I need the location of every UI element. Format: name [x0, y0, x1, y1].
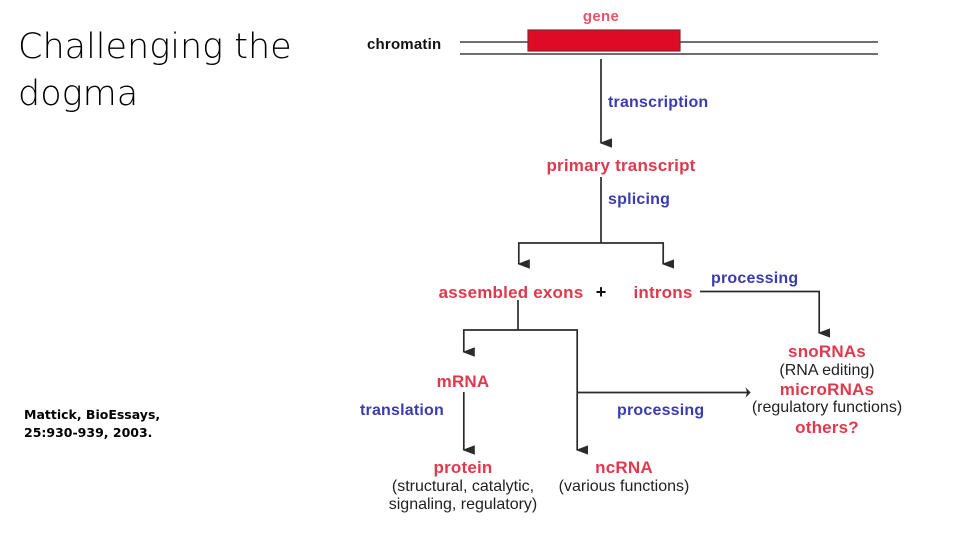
label-protein-note-2: signaling, regulatory) — [388, 495, 538, 513]
label-primary-transcript: primary transcript — [546, 156, 696, 175]
label-gene: gene — [582, 8, 620, 25]
citation: Mattick, BioEssays, 25:930-939, 2003. — [24, 406, 234, 442]
label-translation: translation — [360, 402, 444, 419]
label-protein-note-1: (structural, catalytic, — [391, 477, 535, 495]
group-small-rnas: snoRNAs (RNA editing) microRNAs (regulat… — [752, 342, 902, 437]
label-plus: + — [595, 282, 607, 302]
edge-intron-processing — [700, 290, 831, 338]
label-micrornas: microRNAs — [779, 379, 875, 399]
label-chromatin: chromatin — [367, 36, 442, 53]
label-introns: introns — [633, 283, 693, 302]
edge-exon-fork — [462, 300, 589, 455]
gene-block — [527, 29, 681, 52]
label-transcription: transcription — [608, 94, 709, 111]
label-ncrna-note: (various functions) — [558, 477, 690, 495]
label-assembled-exons: assembled exons — [438, 283, 584, 302]
label-processing-ncrna: processing — [617, 402, 705, 419]
label-snornas-note: (RNA editing) — [779, 361, 875, 379]
label-snornas: snoRNAs — [788, 342, 866, 361]
label-processing-introns: processing — [711, 270, 799, 287]
group-ncrna: ncRNA (various functions) — [559, 458, 690, 496]
citation-line-2: 25:930-939, 2003. — [24, 425, 153, 441]
label-micrornas-note: (regulatory functions) — [751, 399, 903, 417]
group-protein: protein (structural, catalytic, signalin… — [389, 458, 538, 514]
edge-splicing — [517, 177, 675, 269]
label-ncrna: ncRNA — [595, 458, 653, 477]
label-protein: protein — [433, 458, 493, 477]
label-others: others? — [795, 417, 859, 437]
citation-line-1: Mattick, BioEssays, — [24, 407, 161, 422]
label-splicing: splicing — [608, 191, 671, 208]
label-mrna: mRNA — [436, 372, 490, 391]
page-title: Challenging the dogma — [18, 27, 292, 115]
